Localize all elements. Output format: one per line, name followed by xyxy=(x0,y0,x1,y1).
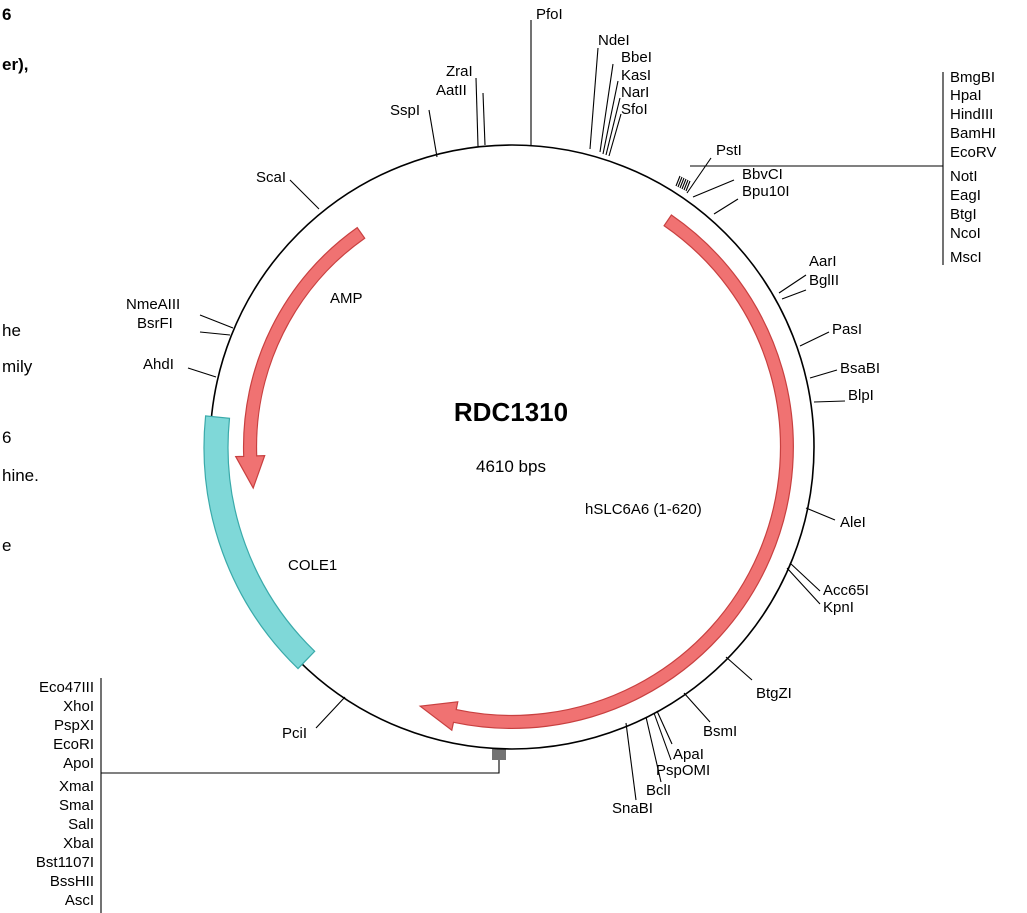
site-label: AleI xyxy=(840,514,866,531)
site-label: AhdI xyxy=(143,356,174,373)
site-label: BsrFI xyxy=(137,315,173,332)
side-text-5: 6 xyxy=(2,428,11,447)
amp-label: AMP xyxy=(330,290,363,307)
side-text-7: e xyxy=(2,536,11,555)
site-label: Acc65I xyxy=(823,582,869,599)
site-label: BglII xyxy=(809,272,839,289)
mcs-right-label: BamHI xyxy=(950,125,996,142)
site-label: PciI xyxy=(282,725,307,742)
plasmid-size: 4610 bps xyxy=(476,457,546,476)
site-label: BtgZI xyxy=(756,685,792,702)
site-label: KasI xyxy=(621,67,651,84)
mcs-left-label: PspXI xyxy=(54,717,94,734)
amp-arrow[interactable] xyxy=(234,226,366,490)
site-label: ScaI xyxy=(256,169,286,186)
site-label: PasI xyxy=(832,321,862,338)
site-label: BsaBI xyxy=(840,360,880,377)
mcs-left-label: XmaI xyxy=(59,778,94,795)
site-label: PfoI xyxy=(536,6,563,23)
site-label: ApaI xyxy=(673,746,704,763)
site-label: AatII xyxy=(436,82,467,99)
site-label: BbeI xyxy=(621,49,652,66)
mcs-right-label: EcoRV xyxy=(950,144,996,161)
hslc6a6-label: hSLC6A6 (1-620) xyxy=(585,501,702,518)
mcs-left-label: XbaI xyxy=(63,835,94,852)
mcs-left-label: BssHII xyxy=(50,873,94,890)
side-text-6: hine. xyxy=(2,466,39,485)
site-label: BclI xyxy=(646,782,671,799)
mcs-right-label: EagI xyxy=(950,187,981,204)
mcs-left-label: Eco47III xyxy=(39,679,94,696)
mcs-right-label: NotI xyxy=(950,168,978,185)
site-label: Bpu10I xyxy=(742,183,790,200)
site-label: BbvCI xyxy=(742,166,783,183)
mcs-ticks-bottom xyxy=(100,678,506,913)
mcs-left-label: Bst1107I xyxy=(36,854,94,871)
mcs-right-label: MscI xyxy=(950,249,982,266)
site-label: SnaBI xyxy=(612,800,653,817)
mcs-ticks-top xyxy=(675,72,944,265)
mcs-right-label: NcoI xyxy=(950,225,981,242)
hslc6a6-arrow[interactable] xyxy=(418,214,794,732)
mcs-right-label: BmgBI xyxy=(950,69,995,86)
site-leaders xyxy=(187,20,846,801)
mcs-left-label: AscI xyxy=(65,892,94,909)
site-label: KpnI xyxy=(823,599,854,616)
site-label: PspOMI xyxy=(656,762,710,779)
site-labels: PfoI NdeI BbeI KasI NarI SfoI ZraI AatII… xyxy=(126,6,880,817)
mcs-left-label: SmaI xyxy=(59,797,94,814)
site-label: PstI xyxy=(716,142,742,159)
mcs-left-labels: Eco47III XhoI PspXI EcoRI ApoI XmaI SmaI… xyxy=(36,679,94,909)
mcs-left-label: EcoRI xyxy=(53,736,94,753)
site-label: BsmI xyxy=(703,723,737,740)
site-label: SspI xyxy=(390,102,420,119)
plasmid-name: RDC1310 xyxy=(454,397,568,427)
site-label: BlpI xyxy=(848,387,874,404)
mcs-right-label: HpaI xyxy=(950,87,982,104)
site-label: NarI xyxy=(621,84,649,101)
site-label: SfoI xyxy=(621,101,648,118)
mcs-left-label: ApoI xyxy=(63,755,94,772)
mcs-left-label: SalI xyxy=(68,816,94,833)
feature-layer xyxy=(203,214,794,732)
mcs-right-label: HindIII xyxy=(950,106,993,123)
site-label: NdeI xyxy=(598,32,630,49)
site-label: NmeAIII xyxy=(126,296,180,313)
cole1-label: COLE1 xyxy=(288,557,337,574)
side-text-2: er), xyxy=(2,55,28,74)
side-text-3: he xyxy=(2,321,21,340)
side-text-4: mily xyxy=(2,357,33,376)
mcs-right-label: BtgI xyxy=(950,206,977,223)
site-label: ZraI xyxy=(446,63,473,80)
cole1-box[interactable] xyxy=(203,415,316,670)
site-label: AarI xyxy=(809,253,837,270)
side-text-1: 6 xyxy=(2,5,11,24)
mcs-left-label: XhoI xyxy=(63,698,94,715)
mcs-right-labels: BmgBI HpaI HindIII BamHI EcoRV NotI EagI… xyxy=(950,69,996,266)
